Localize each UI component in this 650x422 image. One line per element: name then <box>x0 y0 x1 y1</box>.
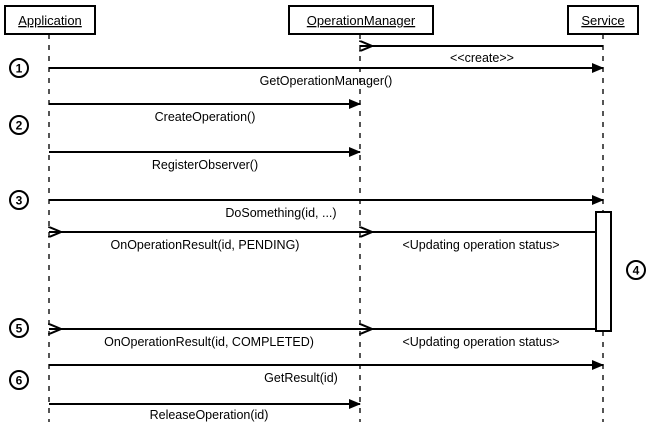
step-6-number: 6 <box>16 374 23 388</box>
message-on-operation-result-pending: OnOperationResult(id, PENDING) <box>49 232 360 252</box>
step-3: 3 <box>9 190 29 210</box>
step-markers-layer: 1 2 3 4 5 6 <box>9 58 646 390</box>
message-release-operation: ReleaseOperation(id) <box>49 399 361 422</box>
lifelines-layer <box>48 34 604 422</box>
participant-application[interactable]: Application <box>4 5 96 35</box>
step-4-number: 4 <box>633 264 640 278</box>
message-updating-status-pending: <Updating operation status> <box>360 232 596 252</box>
message-get-result: GetResult(id) <box>49 360 604 385</box>
step-3-circle <box>9 190 29 210</box>
message-label-get-operation-manager: GetOperationManager() <box>260 74 393 88</box>
participant-box-application <box>4 5 96 35</box>
message-label-do-something: DoSomething(id, ...) <box>225 206 336 220</box>
messages-layer: <<create>> GetOperationManager() CreateOpe… <box>49 46 604 422</box>
message-register-observer: RegisterObserver() <box>49 147 361 172</box>
step-6: 6 <box>9 370 29 390</box>
message-label-updating-status-completed: <Updating operation status> <box>402 335 559 349</box>
message-label-create-operation: CreateOperation() <box>155 110 256 124</box>
participant-service[interactable]: Service <box>567 5 639 35</box>
participants-layer: Application OperationManager Service <box>4 5 639 35</box>
step-5-number: 5 <box>16 322 23 336</box>
step-5: 5 <box>9 318 29 338</box>
step-2-number: 2 <box>16 119 23 133</box>
message-create-operation: CreateOperation() <box>49 99 361 124</box>
step-6-circle <box>9 370 29 390</box>
message-label-get-result: GetResult(id) <box>264 371 338 385</box>
service-activation <box>595 211 612 332</box>
participant-box-service <box>567 5 639 35</box>
step-3-number: 3 <box>16 194 23 208</box>
step-2: 2 <box>9 115 29 135</box>
participant-label-application: Application <box>18 13 82 28</box>
message-label-on-operation-result-completed: OnOperationResult(id, COMPLETED) <box>104 335 314 349</box>
message-updating-status-completed: <Updating operation status> <box>360 329 596 349</box>
message-do-something: DoSomething(id, ...) <box>49 195 604 220</box>
participant-label-service: Service <box>581 13 624 28</box>
message-label-release-operation: ReleaseOperation(id) <box>150 408 269 422</box>
message-label-updating-status-pending: <Updating operation status> <box>402 238 559 252</box>
message-on-operation-result-completed: OnOperationResult(id, COMPLETED) <box>49 329 360 349</box>
step-1-number: 1 <box>16 62 23 76</box>
message-get-operation-manager: GetOperationManager() <box>49 63 604 88</box>
activations-layer <box>595 211 612 332</box>
step-1: 1 <box>9 58 29 78</box>
step-5-circle <box>9 318 29 338</box>
participant-box-operation-manager <box>288 5 434 35</box>
message-label-create: <<create>> <box>450 51 514 65</box>
step-4: 4 <box>626 260 646 280</box>
step-4-circle <box>626 260 646 280</box>
step-1-circle <box>9 58 29 78</box>
step-2-circle <box>9 115 29 135</box>
participant-operation-manager[interactable]: OperationManager <box>288 5 434 35</box>
participant-label-operation-manager: OperationManager <box>307 13 416 28</box>
message-label-on-operation-result-pending: OnOperationResult(id, PENDING) <box>111 238 300 252</box>
message-create: <<create>> <box>360 46 603 65</box>
message-label-register-observer: RegisterObserver() <box>152 158 258 172</box>
